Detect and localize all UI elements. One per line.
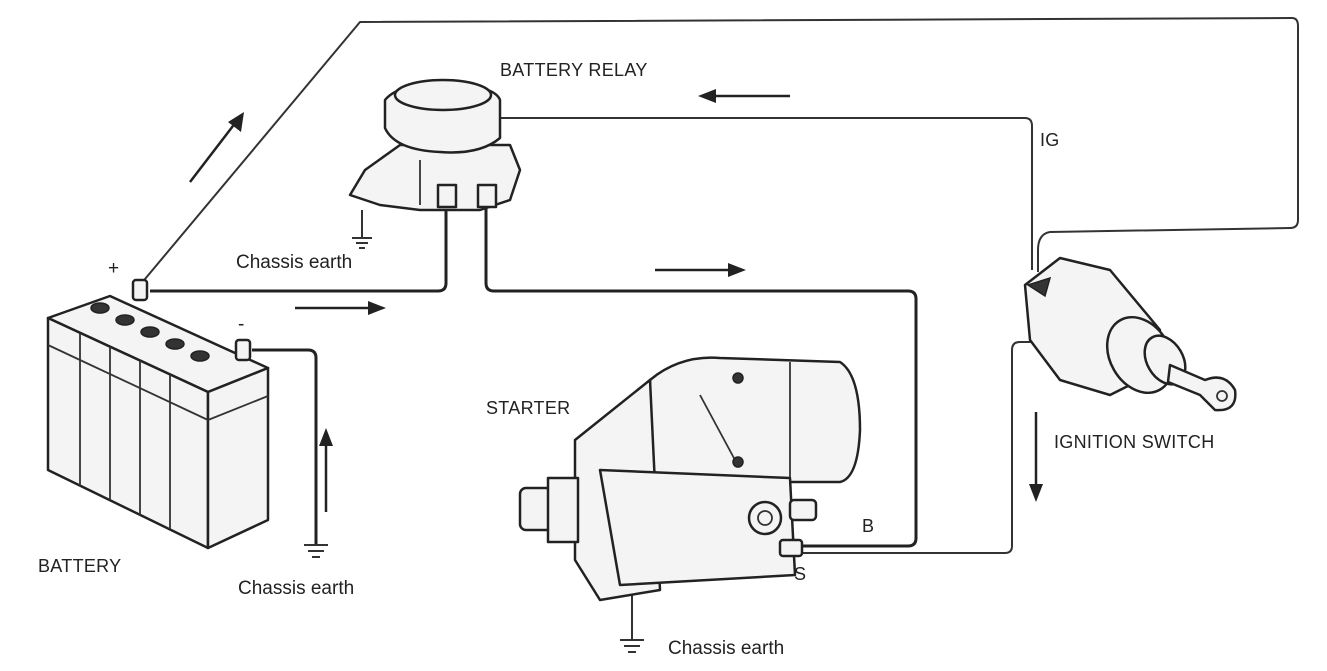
starter-illustration <box>518 356 862 602</box>
starter-label: STARTER <box>486 398 570 418</box>
battery-chassis-earth-label: Chassis earth <box>238 578 354 599</box>
battery-illustration <box>46 278 270 550</box>
battery-minus-label: - <box>238 314 244 335</box>
wires <box>139 17 1299 640</box>
ground-symbol-relay <box>352 237 372 249</box>
ground-symbol-starter <box>620 639 644 653</box>
wire-battery-minus-to-earth <box>252 348 318 545</box>
ignition-switch-illustration <box>1023 256 1237 412</box>
battery-label: BATTERY <box>38 556 121 576</box>
ignition-switch-label: IGNITION SWITCH <box>1054 432 1215 452</box>
arrow-up-earth <box>319 428 333 512</box>
battery-plus-label: + <box>108 258 119 279</box>
current-arrows <box>189 89 1043 512</box>
starter-chassis-earth-label: Chassis earth <box>668 638 784 659</box>
wire-ig-to-relay <box>500 117 1033 270</box>
arrow-right-starter <box>655 263 746 277</box>
wire-battery-plus-to-relay <box>150 208 448 293</box>
arrow-left <box>698 89 790 103</box>
battery-positive-terminal <box>131 278 149 302</box>
arrow-down-switch <box>1029 412 1043 502</box>
wire-switch-to-starter-s <box>800 341 1045 554</box>
ground-symbol-battery <box>304 544 328 558</box>
terminal-b-label: B <box>862 516 874 536</box>
arrow-up-right <box>189 112 244 183</box>
terminal-s-label: S <box>794 564 806 584</box>
battery-relay-illustration <box>348 78 522 212</box>
wire-relay-to-starter-b <box>484 208 918 548</box>
battery-relay-label: BATTERY RELAY <box>500 60 648 80</box>
relay-chassis-earth-label: Chassis earth <box>236 252 352 273</box>
wire-battery-to-ignition-switch <box>139 17 1299 286</box>
arrow-right-battery <box>295 301 386 315</box>
battery-negative-terminal <box>234 338 252 362</box>
ig-label: IG <box>1040 130 1060 150</box>
